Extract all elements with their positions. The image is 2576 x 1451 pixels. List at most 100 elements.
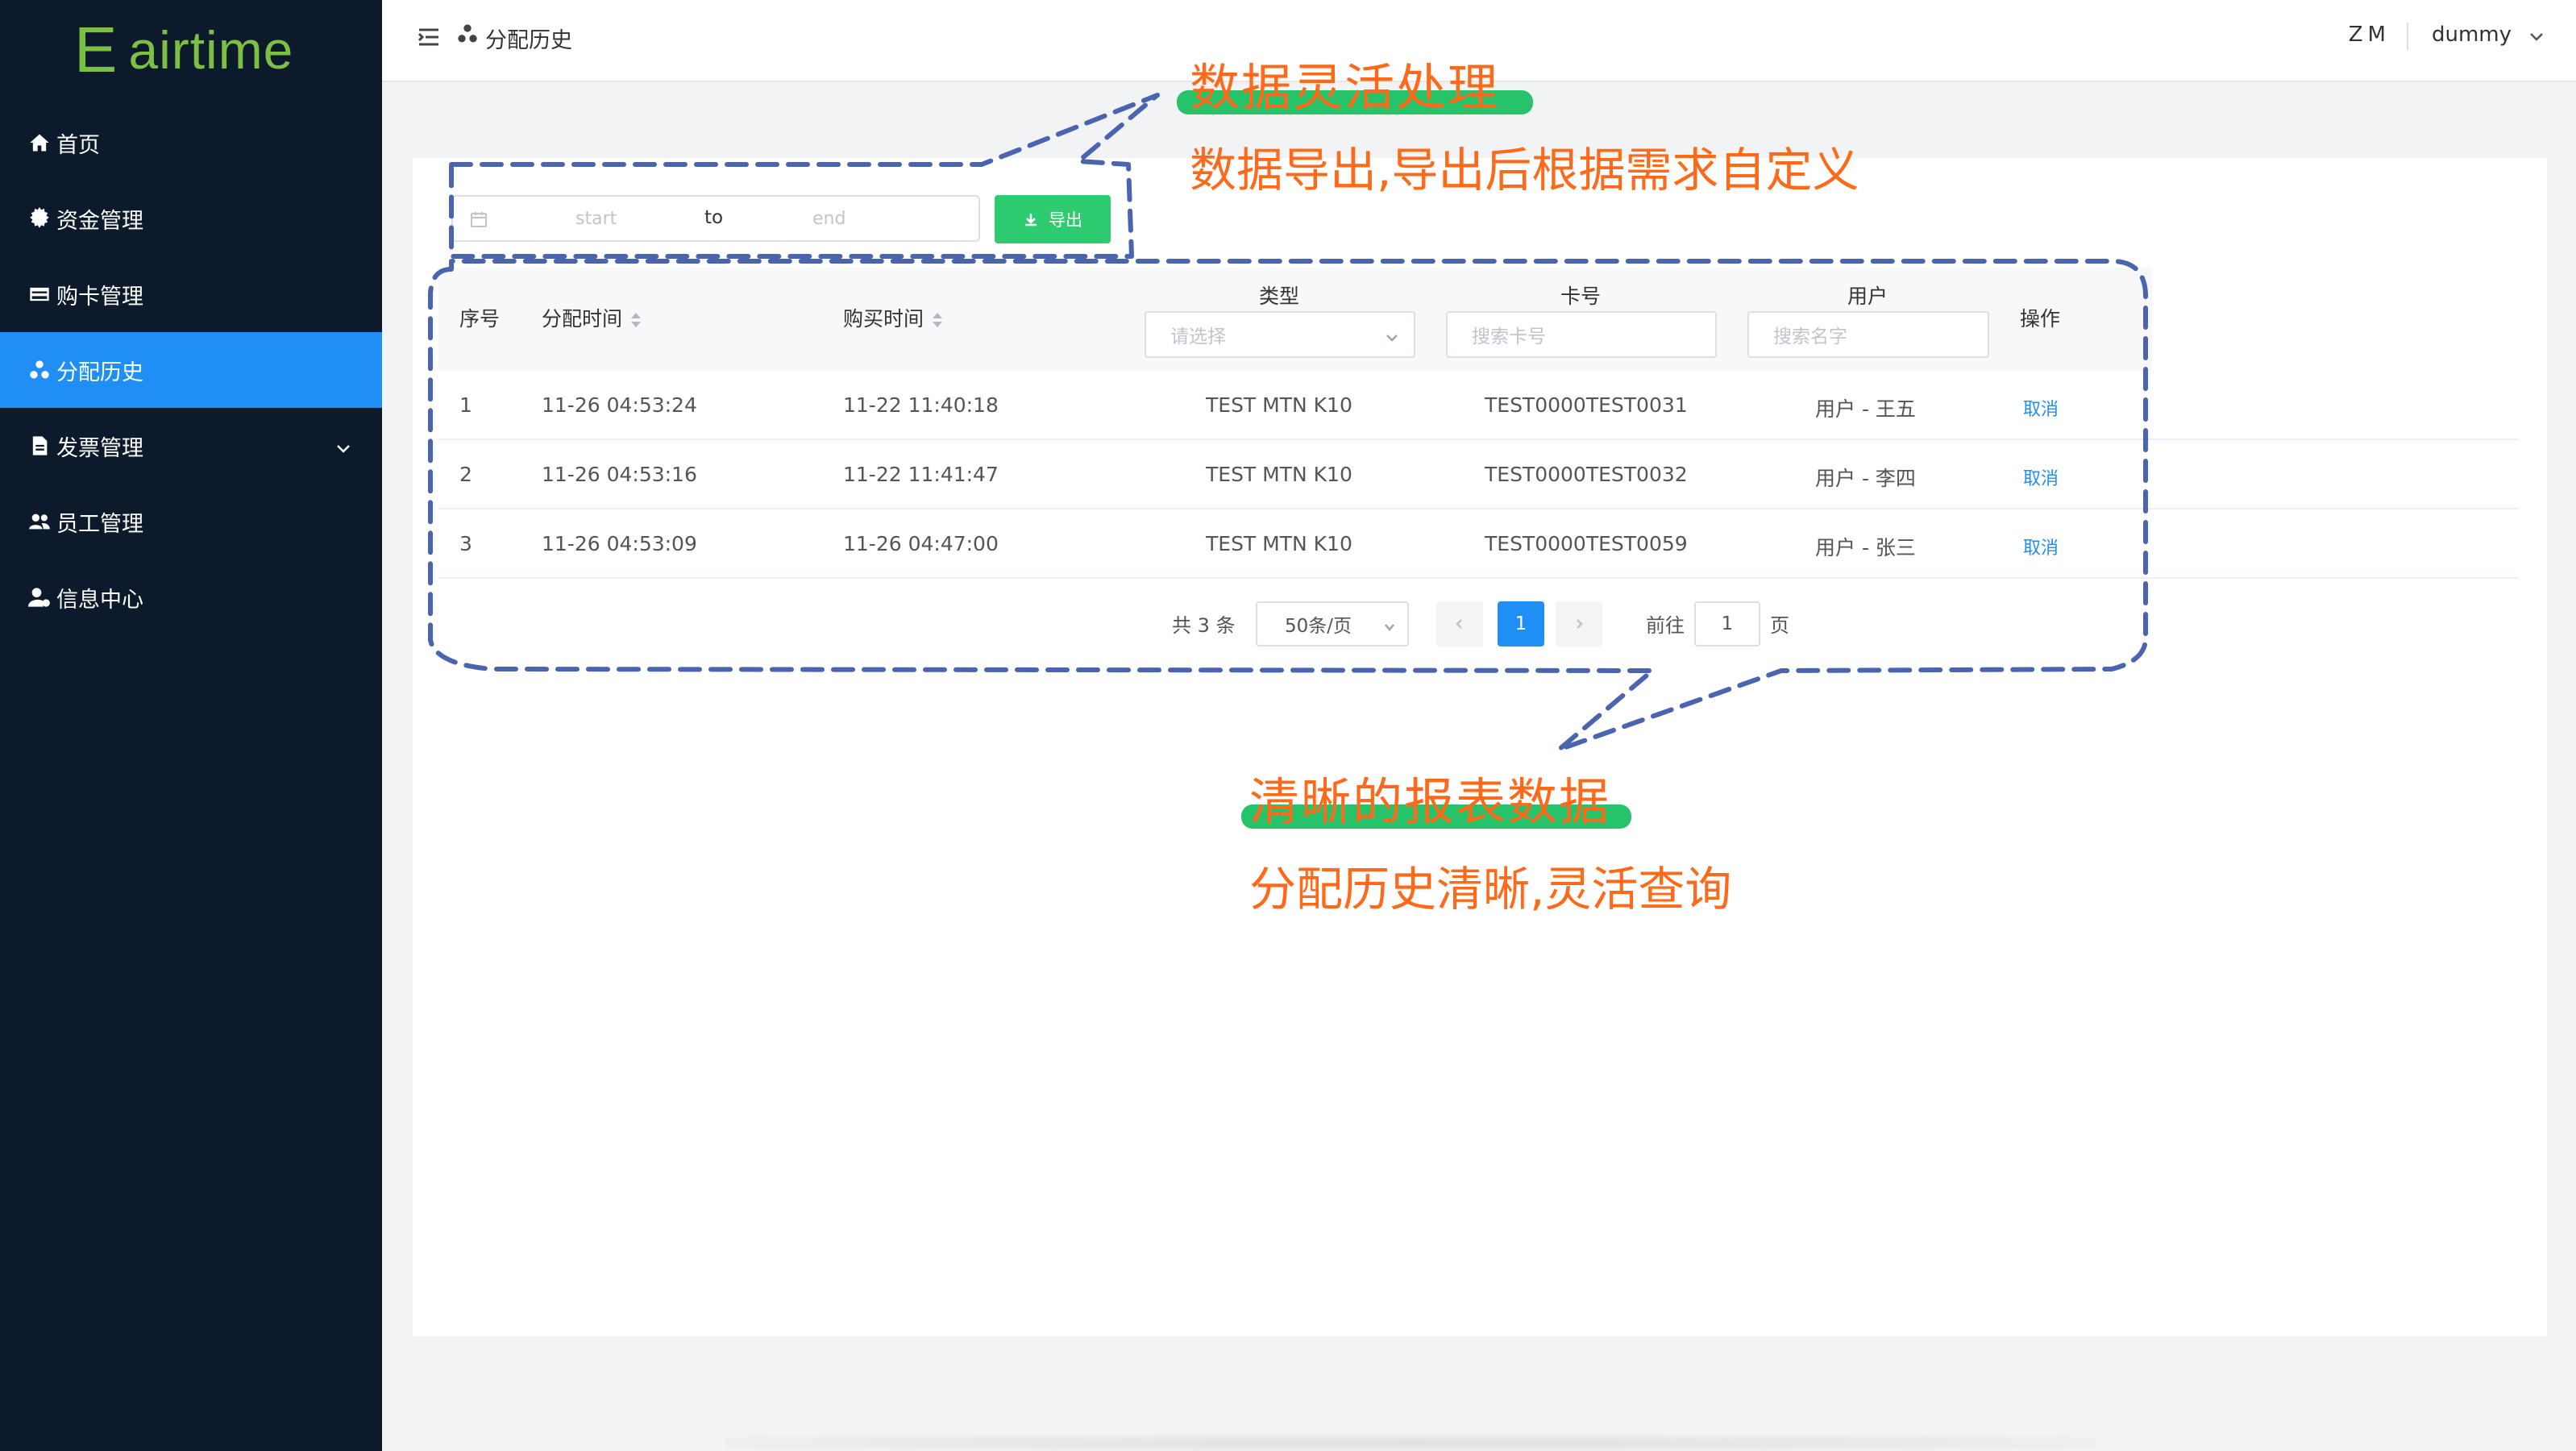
chevron-down-icon bbox=[1383, 617, 1396, 631]
user-search-input[interactable]: 搜索名字 bbox=[1747, 311, 1989, 358]
menu-toggle-icon[interactable] bbox=[416, 24, 442, 50]
sidebar-item-label: 资金管理 bbox=[56, 208, 143, 234]
cell-purchase-time: 11-22 11:40:18 bbox=[843, 393, 999, 417]
logo-letter: E bbox=[74, 14, 118, 85]
page-suffix-label: 页 bbox=[1770, 614, 1789, 637]
sidebar-item-invoices[interactable]: 发票管理 bbox=[0, 408, 382, 484]
cell-user: 用户 - 王五 bbox=[1815, 397, 1916, 421]
date-end-input[interactable]: end bbox=[812, 209, 846, 229]
cancel-link[interactable]: 取消 bbox=[2023, 469, 2059, 489]
sidebar-menu: 首页 资金管理 购卡管理 分配历史 发票管理 bbox=[0, 105, 382, 635]
cell-assign-time: 11-26 04:53:09 bbox=[542, 532, 697, 555]
cancel-link[interactable]: 取消 bbox=[2023, 538, 2059, 559]
sidebar-item-label: 员工管理 bbox=[56, 511, 143, 537]
sidebar-item-label: 发票管理 bbox=[56, 435, 143, 461]
annotation-highlight-bottom bbox=[1241, 804, 1631, 829]
sidebar-item-label: 购卡管理 bbox=[56, 284, 143, 310]
card-icon bbox=[27, 282, 52, 306]
calendar-icon bbox=[469, 210, 488, 229]
column-header-index: 序号 bbox=[459, 307, 501, 331]
chevron-right-icon bbox=[1577, 619, 1583, 629]
goto-page-input[interactable]: 1 bbox=[1694, 601, 1760, 647]
header-initials[interactable]: ZM bbox=[2348, 23, 2391, 47]
annotation-subtitle-top: 数据导出,导出后根据需求自定义 bbox=[1190, 143, 1859, 197]
prev-page-button[interactable] bbox=[1436, 601, 1483, 647]
date-range-picker[interactable]: start to end bbox=[451, 195, 980, 242]
card-search-placeholder: 搜索卡号 bbox=[1472, 326, 1546, 347]
sort-icon[interactable] bbox=[630, 310, 642, 330]
column-label: 购买时间 bbox=[843, 307, 924, 331]
chevron-left-icon bbox=[1456, 619, 1462, 629]
column-header-type: 类型 bbox=[1259, 285, 1300, 308]
user-menu[interactable]: dummy bbox=[2431, 23, 2512, 47]
top-header: 分配历史 ZM dummy bbox=[382, 0, 2576, 82]
cell-type: TEST MTN K10 bbox=[1206, 393, 1352, 417]
cell-card-no: TEST0000TEST0059 bbox=[1485, 532, 1688, 555]
breadcrumb: 分配历史 bbox=[485, 28, 572, 53]
table-row: 3 11-26 04:53:09 11-26 04:47:00 TEST MTN… bbox=[438, 509, 2518, 579]
chevron-down-icon[interactable] bbox=[335, 437, 351, 453]
cell-purchase-time: 11-22 11:41:47 bbox=[843, 463, 999, 486]
column-header-assign-time[interactable]: 分配时间 bbox=[542, 303, 642, 332]
chevron-down-icon bbox=[1385, 329, 1399, 343]
page-number-current[interactable]: 1 bbox=[1498, 601, 1544, 647]
card-search-input[interactable]: 搜索卡号 bbox=[1446, 311, 1717, 358]
sidebar-item-label: 分配历史 bbox=[56, 360, 143, 385]
cell-card-no: TEST0000TEST0031 bbox=[1485, 393, 1688, 417]
annotation-highlight-top bbox=[1177, 90, 1533, 114]
cell-index: 2 bbox=[459, 463, 472, 486]
cell-assign-time: 11-26 04:53:24 bbox=[542, 393, 697, 417]
user-search-placeholder: 搜索名字 bbox=[1773, 326, 1847, 347]
cell-user: 用户 - 李四 bbox=[1815, 467, 1916, 490]
date-start-input[interactable]: start bbox=[575, 209, 617, 229]
gear-icon bbox=[27, 206, 52, 231]
cell-index: 3 bbox=[459, 532, 472, 555]
sidebar: E airtime 首页 资金管理 购卡管理 分配历史 bbox=[0, 0, 382, 1451]
table-row: 1 11-26 04:53:24 11-22 11:40:18 TEST MTN… bbox=[438, 371, 2518, 440]
table-row: 2 11-26 04:53:16 11-22 11:41:47 TEST MTN… bbox=[438, 440, 2518, 509]
sidebar-item-staff[interactable]: 员工管理 bbox=[0, 484, 382, 559]
page-size-select[interactable]: 50条/页 bbox=[1256, 601, 1409, 647]
cell-type: TEST MTN K10 bbox=[1206, 463, 1352, 486]
annotation-title-top: 数据灵活处理 bbox=[1190, 58, 1500, 117]
column-header-purchase-time[interactable]: 购买时间 bbox=[843, 303, 943, 332]
column-label: 分配时间 bbox=[542, 307, 623, 331]
column-header-card-no: 卡号 bbox=[1560, 285, 1602, 308]
chevron-down-icon[interactable] bbox=[2528, 27, 2545, 45]
export-button[interactable]: 导出 bbox=[995, 195, 1111, 243]
sidebar-item-label: 首页 bbox=[56, 132, 100, 158]
sidebar-item-info-center[interactable]: 信息中心 bbox=[0, 559, 382, 635]
home-icon bbox=[27, 131, 52, 155]
header-divider bbox=[2407, 23, 2408, 50]
cell-purchase-time: 11-26 04:47:00 bbox=[843, 532, 999, 555]
type-filter-placeholder: 请选择 bbox=[1170, 326, 1226, 347]
cell-user: 用户 - 张三 bbox=[1815, 536, 1916, 559]
document-icon bbox=[27, 434, 52, 458]
export-button-label: 导出 bbox=[1049, 210, 1082, 230]
pagination-total: 共 3 条 bbox=[1172, 614, 1236, 637]
user-settings-icon bbox=[27, 585, 52, 609]
goto-label: 前往 bbox=[1646, 614, 1685, 637]
cell-card-no: TEST0000TEST0032 bbox=[1485, 463, 1688, 486]
sidebar-item-label: 信息中心 bbox=[56, 587, 143, 613]
share-icon bbox=[27, 358, 52, 382]
sidebar-item-cards[interactable]: 购卡管理 bbox=[0, 256, 382, 332]
column-header-action: 操作 bbox=[2020, 307, 2061, 331]
next-page-button[interactable] bbox=[1556, 601, 1602, 647]
share-icon bbox=[456, 23, 480, 47]
sidebar-item-home[interactable]: 首页 bbox=[0, 105, 382, 181]
date-range-separator: to bbox=[704, 207, 724, 228]
cell-type: TEST MTN K10 bbox=[1206, 532, 1352, 555]
sidebar-item-funds[interactable]: 资金管理 bbox=[0, 181, 382, 256]
page-size-value: 50条/页 bbox=[1285, 616, 1352, 637]
sort-icon[interactable] bbox=[932, 310, 943, 330]
users-icon bbox=[27, 509, 52, 534]
bottom-shadow bbox=[725, 1435, 2096, 1451]
cell-assign-time: 11-26 04:53:16 bbox=[542, 463, 697, 486]
app-logo[interactable]: E airtime bbox=[74, 18, 293, 82]
sidebar-item-assign-history[interactable]: 分配历史 bbox=[0, 332, 382, 408]
annotation-subtitle-bottom: 分配历史清晰,灵活查询 bbox=[1249, 862, 1732, 917]
annotation-title-bottom: 清晰的报表数据 bbox=[1249, 772, 1611, 831]
cancel-link[interactable]: 取消 bbox=[2023, 400, 2059, 420]
type-filter-select[interactable]: 请选择 bbox=[1145, 311, 1415, 358]
